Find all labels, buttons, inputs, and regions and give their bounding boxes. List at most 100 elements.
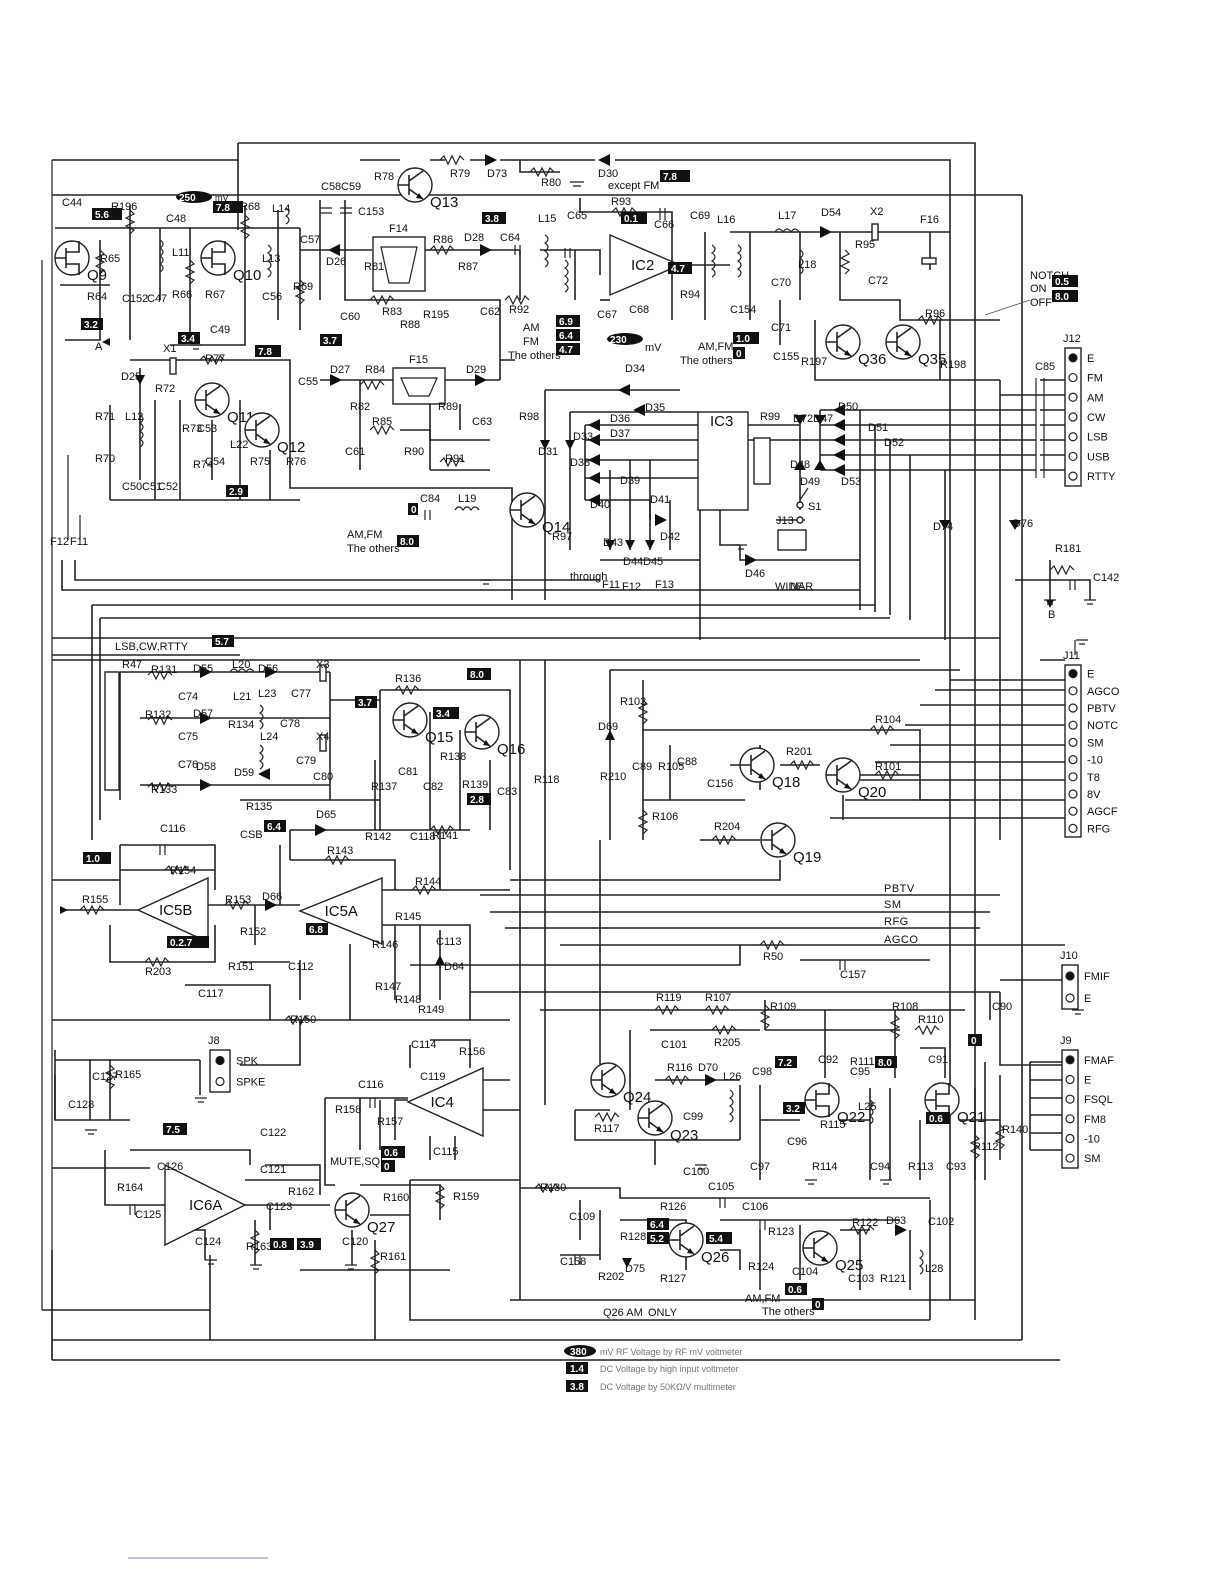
transistor-q11: Q11 — [194, 382, 254, 426]
part-label: AM,FM — [698, 341, 733, 353]
voltage-badge-text: 5.6 — [95, 210, 109, 221]
part-label: R72 — [155, 383, 175, 395]
pin-label: CW — [1087, 412, 1106, 424]
part-label: L20 — [232, 659, 250, 671]
part-label: R89 — [438, 401, 458, 413]
part-label: C54 — [205, 456, 225, 468]
voltage-badge: 6.8 — [306, 923, 328, 936]
part-label: ONLY — [648, 1307, 678, 1319]
voltage-badge-text: 230 — [610, 335, 627, 346]
connector-pin — [1068, 703, 1078, 713]
voltage-badge: 1.0 — [733, 332, 759, 345]
transistor-q25: Q25 — [802, 1230, 863, 1274]
part-label: R110 — [918, 1014, 943, 1026]
part-label: D52 — [884, 437, 904, 449]
voltage-badge-text: 0.2.7 — [170, 938, 193, 949]
pin-label: -10 — [1087, 755, 1103, 767]
part-label: R163 — [246, 1241, 272, 1253]
connector-pin — [215, 1055, 225, 1066]
connector-label: J13 — [776, 515, 794, 527]
connector-pin — [215, 1076, 225, 1087]
ic-ic2: IC2 — [609, 233, 682, 297]
connector-label: J9 — [1060, 1035, 1072, 1047]
part-label: D40 — [590, 499, 610, 511]
part-label: D34 — [625, 363, 645, 375]
part-label: R195 — [423, 309, 449, 321]
part-label: R156 — [459, 1046, 485, 1058]
voltage-badge: 3.4 — [433, 707, 459, 720]
part-label: C61 — [345, 446, 365, 458]
part-label: C126 — [157, 1161, 183, 1173]
part-label: C93 — [946, 1161, 966, 1173]
voltage-badge-text: 3.9 — [300, 1240, 314, 1251]
connector-pin — [1068, 412, 1078, 422]
connector-label: J12 — [1063, 333, 1081, 345]
part-label: C128 — [68, 1099, 94, 1111]
part-label: F11 — [602, 579, 620, 591]
part-label: C125 — [135, 1209, 161, 1221]
part-label: C55 — [298, 376, 318, 388]
part-label: R68 — [240, 201, 260, 213]
voltage-badge: 6.9 — [556, 315, 580, 328]
part-label: X3 — [316, 659, 329, 671]
part-label: L22 — [230, 439, 248, 451]
part-label: R90 — [404, 446, 424, 458]
part-label: C104 — [792, 1266, 818, 1278]
part-label: C84 — [420, 493, 440, 505]
part-label: C88 — [677, 756, 697, 768]
part-label: D44 — [623, 556, 643, 568]
pin-label: NOTC — [1087, 720, 1118, 732]
part-label: D38 — [570, 457, 590, 469]
connector-label: J8 — [208, 1035, 220, 1047]
part-label: R82 — [350, 401, 370, 413]
voltage-badge-text: 8.0 — [400, 537, 414, 548]
part-label: R144 — [415, 876, 441, 888]
ic-label: IC6A — [189, 1197, 222, 1214]
part-label: C121 — [260, 1164, 286, 1176]
part-label: ON — [1030, 283, 1047, 295]
part-label: D26 — [326, 256, 346, 268]
part-label: R108 — [892, 1001, 918, 1013]
transistor-q35: Q35 — [885, 324, 946, 368]
voltage-badge: 8.0 — [1052, 290, 1078, 303]
part-label: C56 — [262, 291, 282, 303]
transistor-q12: Q12 — [244, 412, 305, 456]
connector-pin — [1068, 754, 1078, 765]
part-label: L12 — [125, 411, 143, 423]
part-label: S1 — [808, 501, 821, 513]
part-label: C75 — [178, 731, 198, 743]
part-label: R83 — [382, 306, 402, 318]
part-label: R138 — [440, 751, 466, 763]
pin-label: USB — [1087, 451, 1110, 463]
voltage-badge-text: 1.0 — [736, 334, 750, 345]
part-label: R106 — [652, 811, 678, 823]
part-label: R152 — [240, 926, 266, 938]
voltage-badge: 3.9 — [297, 1238, 321, 1251]
part-label: C154 — [730, 304, 756, 316]
part-label: F12 — [622, 581, 641, 593]
part-label: R131 — [151, 664, 177, 676]
voltage-badge: 0 — [812, 1298, 824, 1311]
voltage-badge: 1.0 — [83, 852, 111, 865]
voltage-badge: 3.4 — [178, 332, 200, 345]
voltage-badge-text: 3.8 — [485, 214, 499, 225]
part-label: FM — [523, 336, 539, 348]
part-label: C65 — [567, 210, 587, 222]
transistor-label: Q16 — [497, 741, 525, 758]
voltage-badge: 5.4 — [706, 1232, 732, 1245]
part-label: R143 — [327, 845, 353, 857]
connector-pin — [1065, 1055, 1075, 1065]
part-label: C91 — [928, 1054, 948, 1066]
part-label: AM,FM — [347, 529, 382, 541]
voltage-badge-text: 6.9 — [559, 317, 573, 328]
part-label: C142 — [1093, 572, 1119, 584]
part-label: R87 — [458, 261, 478, 273]
part-label: L16 — [717, 214, 735, 226]
part-label: R198 — [940, 359, 966, 371]
voltage-badge-text: 7.8 — [663, 172, 677, 183]
connector-pin — [1068, 353, 1078, 363]
